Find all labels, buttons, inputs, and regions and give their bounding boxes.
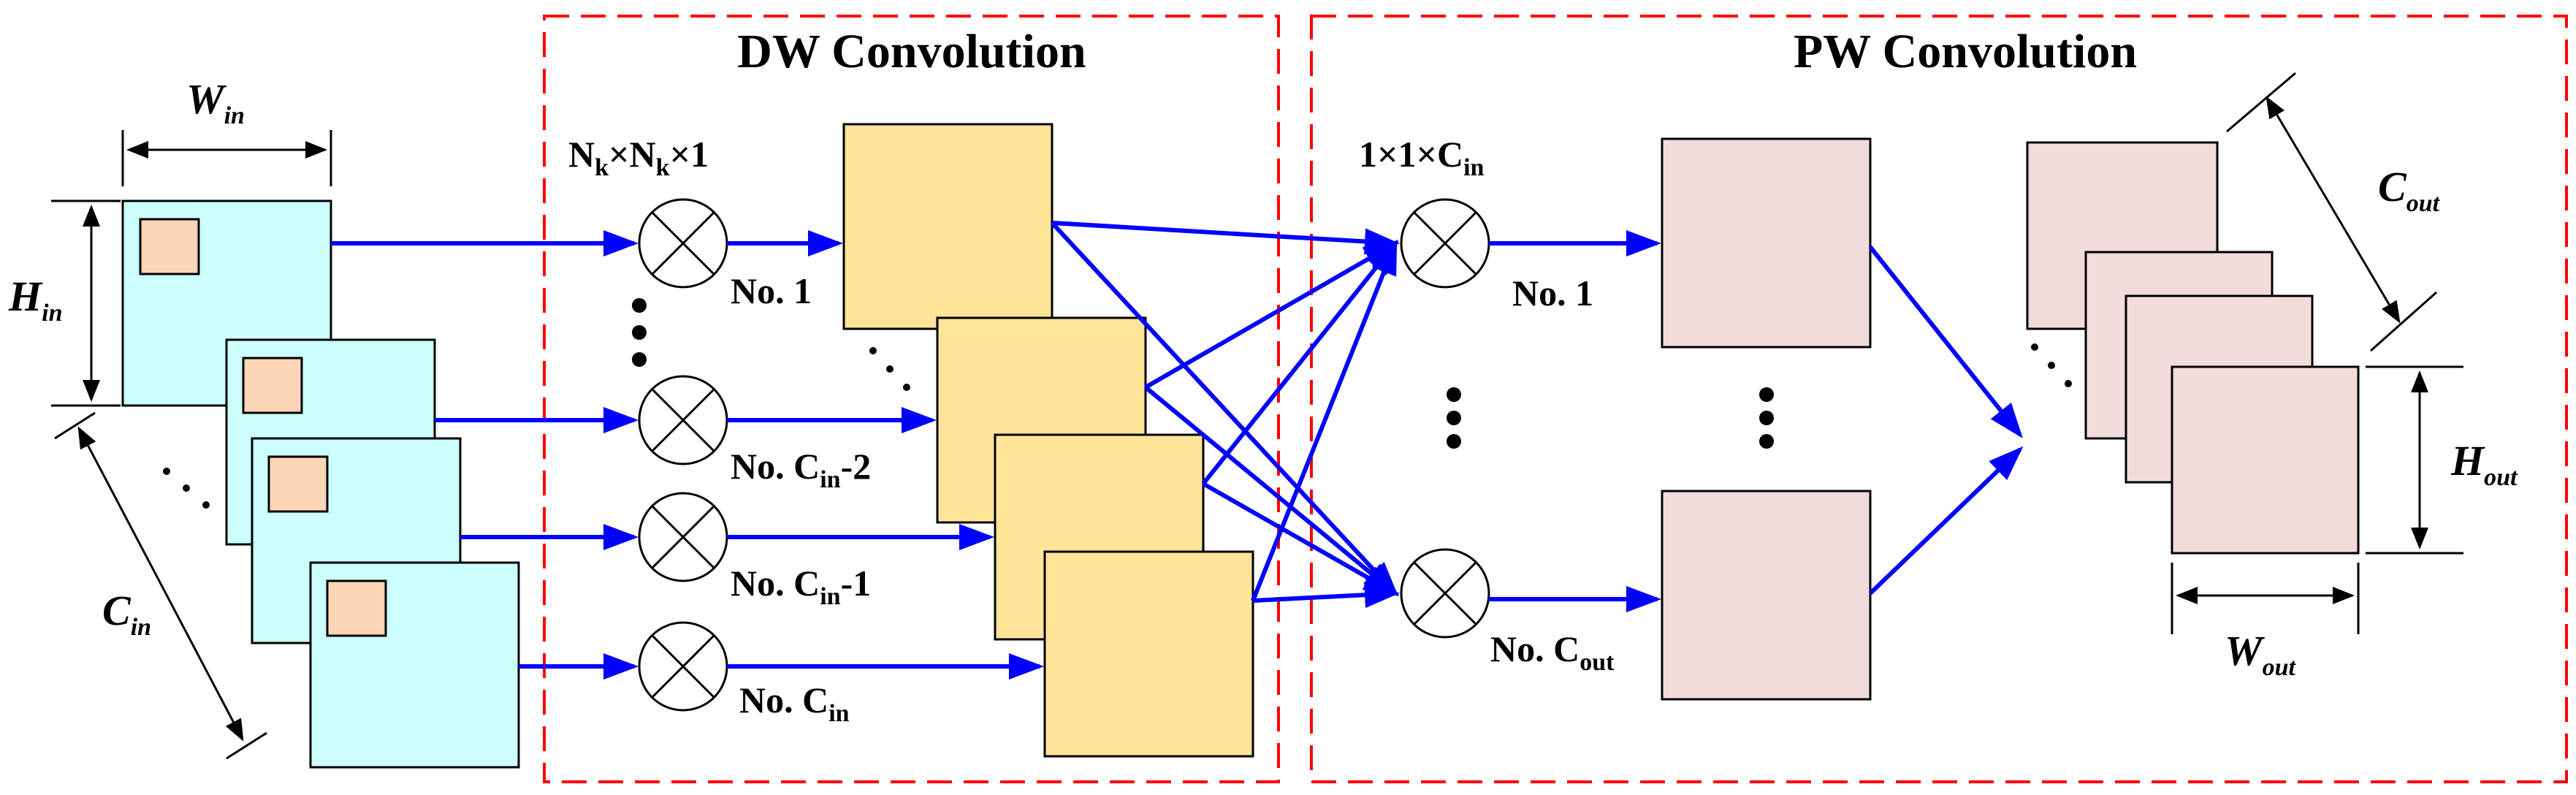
dw-map-1 xyxy=(842,123,1053,330)
w-out-label: Wout xyxy=(2225,627,2296,681)
dw-multiplier-4 xyxy=(638,621,728,712)
h-in-dimension xyxy=(51,199,121,407)
input-patch-3 xyxy=(267,455,329,513)
dw-diagonal-dots xyxy=(869,347,910,391)
pw-multipliers xyxy=(1400,198,1490,639)
h-in-label: Hin xyxy=(8,273,62,327)
w-out-dimension xyxy=(2171,563,2360,634)
dw-to-pw-arrows xyxy=(1050,221,1400,609)
dw-title: DW Convolution xyxy=(737,25,1086,78)
input-patch-2 xyxy=(242,357,303,414)
pw-label-cout: No. Cout xyxy=(1490,628,1615,676)
pw-section-box xyxy=(1310,15,2568,783)
dw-output-maps xyxy=(842,123,1254,758)
pw-multiplier-2 xyxy=(1400,548,1490,639)
pw-label-no1: No. 1 xyxy=(1512,273,1593,313)
output-feature-maps xyxy=(2026,141,2360,555)
dw-multiplier-3 xyxy=(638,492,728,582)
c-out-label: Cout xyxy=(2378,163,2441,217)
c-out-dimension xyxy=(2226,72,2437,352)
dw-label-no1: No. 1 xyxy=(731,270,812,311)
dw-label-cin-minus-2: No. Cin-2 xyxy=(731,446,871,493)
pw-kernel-label: 1×1×Cin xyxy=(1359,134,1485,181)
dw-map-4 xyxy=(1043,550,1254,758)
c-in-label: Cin xyxy=(102,587,151,641)
input-feature-maps xyxy=(121,199,520,769)
pw-arrows xyxy=(1489,230,2024,612)
pw-output-maps xyxy=(1661,137,1872,701)
input-patch-4 xyxy=(326,579,387,637)
dw-vertical-dots xyxy=(632,298,647,367)
h-out-dimension xyxy=(2366,365,2463,555)
output-ellipsis xyxy=(2031,343,2072,387)
dw-label-cin: No. Cin xyxy=(739,680,850,727)
output-map-4 xyxy=(2171,365,2360,555)
dw-section-box xyxy=(543,15,1280,783)
dw-kernel-label: Nk×Nk×1 xyxy=(568,134,709,181)
w-in-label: Win xyxy=(186,75,245,129)
dw-multiplier-2 xyxy=(638,375,728,465)
w-in-dimension xyxy=(121,130,332,186)
dw-multiplier-1 xyxy=(638,198,728,289)
pw-vertical-dots xyxy=(1447,387,1774,449)
input-ellipsis xyxy=(163,468,210,509)
pw-map-1 xyxy=(1661,137,1872,349)
dw-label-cin-minus-1: No. Cin-1 xyxy=(731,563,871,610)
pw-multiplier-1 xyxy=(1400,198,1490,289)
dw-multipliers xyxy=(638,198,728,712)
input-patch-1 xyxy=(139,218,200,275)
h-out-label: Hout xyxy=(2450,437,2518,491)
pw-title: PW Convolution xyxy=(1794,25,2137,78)
c-in-dimension xyxy=(54,411,267,760)
pw-map-2 xyxy=(1661,490,1872,701)
dw-input-arrows xyxy=(331,230,1044,680)
